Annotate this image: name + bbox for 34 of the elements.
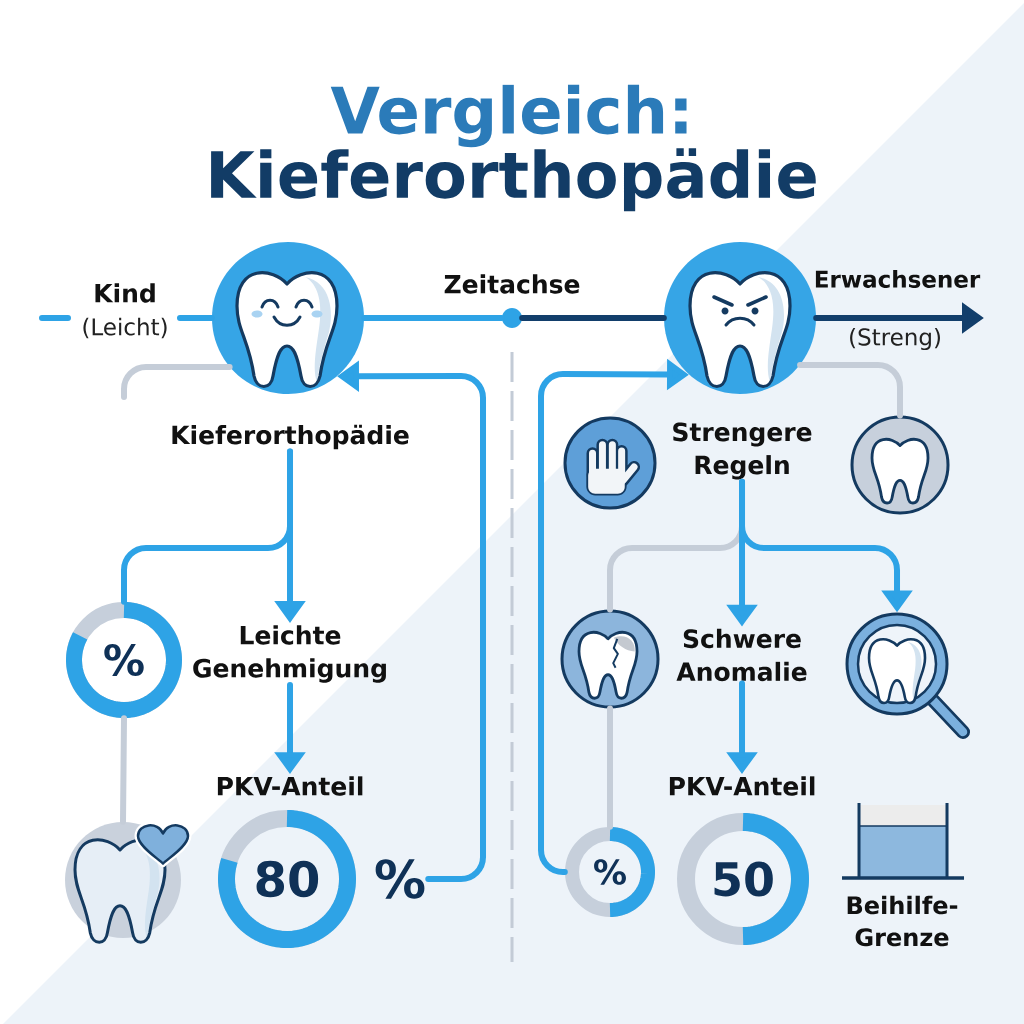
connector-line <box>121 448 293 605</box>
axis-label: Zeitachse <box>444 274 580 294</box>
donut-chart: 50 <box>677 813 809 945</box>
title: Vergleich: Kieferorthopädie <box>211 84 816 212</box>
donut-chart: 80 <box>218 810 356 948</box>
percent-ring: % <box>565 827 655 917</box>
percent-ring: % <box>66 602 182 718</box>
gauge-heading: PKV-Anteil <box>217 776 363 796</box>
limit-label: Beihilfe- Grenze <box>847 895 958 947</box>
connector-line <box>120 715 127 825</box>
timeline-line <box>39 315 215 321</box>
stage-label: Erwachsener <box>815 270 981 288</box>
step-label: Leichte Genehmigung <box>193 625 386 683</box>
timeline-line <box>361 315 505 321</box>
step-label: Kieferorthopädie <box>172 424 409 450</box>
connector-line <box>797 361 903 419</box>
tooth-icon <box>850 415 950 515</box>
step-label: Schwere Anomalie <box>676 628 807 682</box>
happy-tooth-icon <box>212 242 364 394</box>
timeline-dot <box>502 308 522 328</box>
gauge-heading: PKV-Anteil <box>669 776 815 796</box>
tooth-heart-icon <box>65 821 192 944</box>
stage-label: Kind <box>95 283 155 303</box>
magnifier-icon <box>845 612 970 739</box>
step-label: Strengere Regeln <box>673 422 812 480</box>
angry-tooth-icon <box>664 242 816 394</box>
connector-line <box>607 705 613 830</box>
stage-label: (Leicht) <box>83 317 167 339</box>
cracked-tooth-icon <box>560 609 660 709</box>
percent-sign: % <box>375 859 425 899</box>
hand-icon <box>563 416 657 510</box>
connector-line <box>121 364 233 400</box>
stage-label: (Streng) <box>850 327 940 351</box>
timeline-line <box>519 315 667 321</box>
